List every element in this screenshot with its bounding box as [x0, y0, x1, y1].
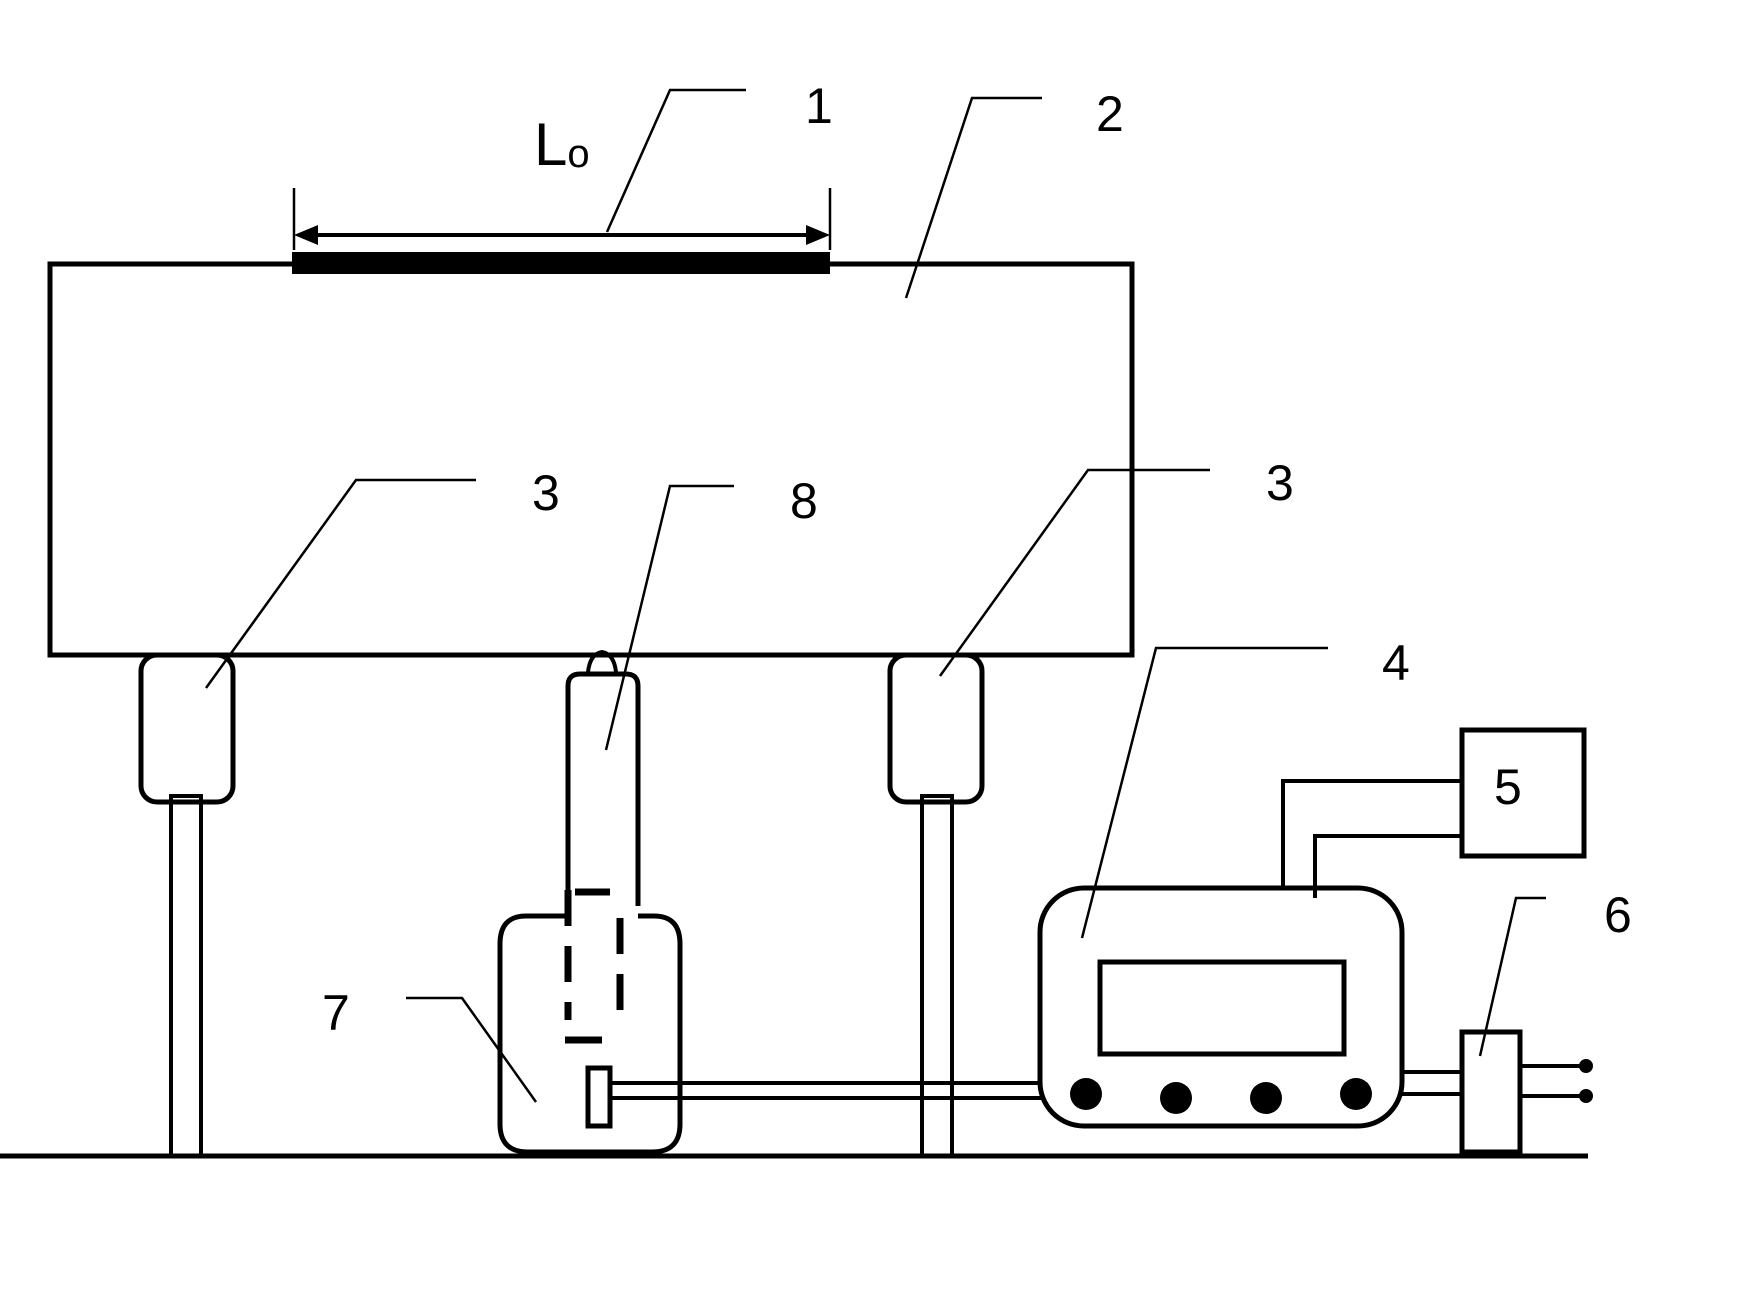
label-8: 8	[790, 473, 818, 529]
label-2: 2	[1096, 86, 1124, 142]
power-supply	[1402, 1029, 1593, 1155]
instrument-display	[1097, 959, 1347, 1057]
leader-lines	[204, 88, 1546, 1103]
signal-cable	[612, 1081, 1042, 1100]
specimen-bar	[292, 252, 830, 274]
main-beam-body	[47, 261, 1135, 658]
measuring-instrument	[1037, 885, 1405, 1129]
instrument-knob-2	[1160, 1082, 1192, 1114]
label-6: 6	[1604, 887, 1632, 943]
dimension-lo	[292, 188, 832, 250]
label-7: 7	[322, 985, 350, 1041]
recorder-box	[1281, 727, 1587, 898]
label-4: 4	[1382, 635, 1410, 691]
left-support	[138, 652, 236, 1158]
instrument-knob-1	[1070, 1078, 1102, 1110]
power-terminal-2	[1579, 1089, 1593, 1103]
dimension-label: Lo	[534, 111, 590, 178]
label-3-left: 3	[532, 465, 560, 521]
right-support	[887, 652, 985, 1158]
instrument-knob-3	[1250, 1082, 1282, 1114]
power-terminal-1	[1579, 1059, 1593, 1073]
sensor-probe	[565, 649, 641, 906]
label-5: 5	[1494, 759, 1522, 815]
label-1: 1	[805, 78, 833, 134]
transducer-housing	[497, 888, 683, 1155]
instrument-knob-4	[1340, 1078, 1372, 1110]
label-3-right: 3	[1266, 455, 1294, 511]
